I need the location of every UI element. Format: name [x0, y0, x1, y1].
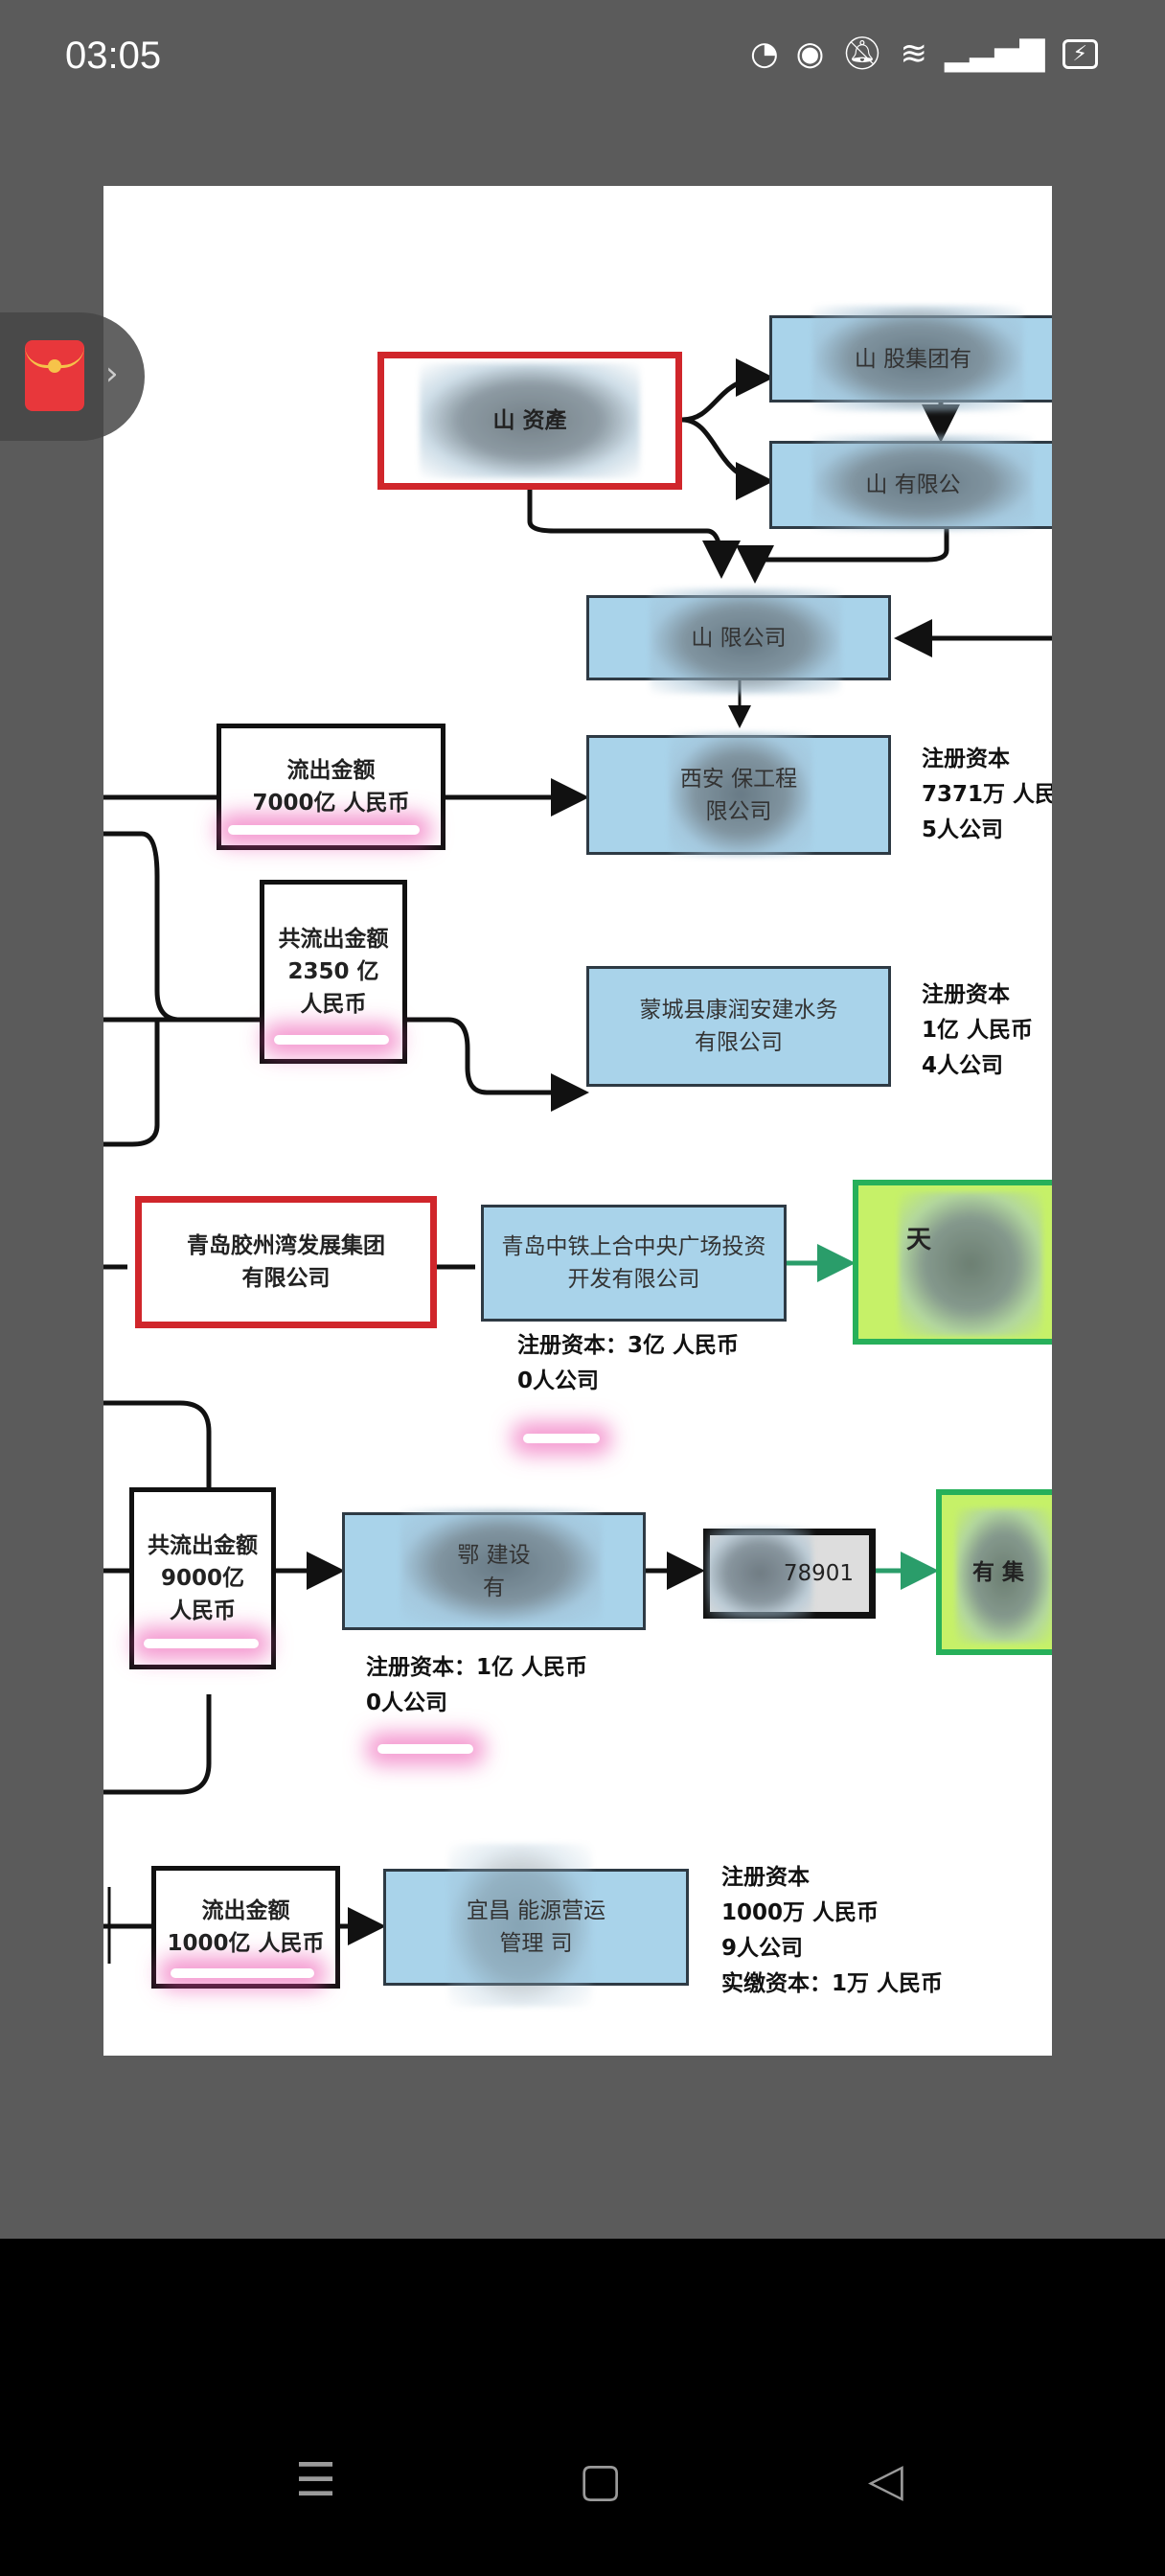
note-line: 注册资本：3亿 人民币 [517, 1333, 740, 1358]
highlight-mark [274, 1035, 389, 1045]
note-line: 9人公司 [721, 1936, 804, 1961]
outflow-title: 共流出金额 [148, 1533, 258, 1558]
wifi-icon: ≋ [900, 34, 927, 73]
note-line: 注册资本 [922, 982, 1010, 1007]
outflow-amount: 9000亿 [160, 1566, 244, 1591]
company-name: 山 有限公 [865, 472, 961, 497]
company-name: 78901 [783, 1561, 854, 1586]
redaction-smudge [448, 1844, 592, 2007]
note-line: 0人公司 [366, 1690, 448, 1715]
company-name: 限公司 [705, 798, 772, 824]
highlight-mark [144, 1639, 259, 1648]
speed-icon: ◔ [749, 34, 779, 73]
highlight-mark [171, 1968, 314, 1978]
outflow-box-2350: 共流出金额 2350 亿人民币 [260, 880, 407, 1064]
note-line: 注册资本：1亿 人民币 [366, 1655, 588, 1680]
highlight-mark [228, 825, 420, 835]
signal-icon: ▂▃▅▇ [944, 34, 1045, 73]
company-name: 山 限公司 [691, 625, 787, 651]
redaction-smudge [650, 588, 841, 694]
chevron-right-icon[interactable]: › [105, 355, 119, 393]
status-icons: ◔ ◉ 🔕︎ ≋ ▂▃▅▇ ⚡ [750, 34, 1098, 73]
highlight-mark [377, 1744, 473, 1754]
company-name: 有 集 [971, 1559, 1024, 1585]
redaction-smudge [812, 435, 1033, 531]
company-name: 西安 保工程 [679, 766, 798, 792]
note-line: 实缴资本：1万 人民币 [721, 1971, 944, 1996]
outflow-title: 流出金额 [286, 758, 376, 783]
note-line: 7371万 人民 [922, 782, 1052, 807]
redaction-smudge [420, 363, 640, 478]
note-line: 注册资本 [922, 747, 1010, 771]
note-line: 1亿 人民币 [922, 1018, 1034, 1043]
redaction-smudge [707, 1528, 812, 1619]
company-name: 天 [906, 1226, 932, 1254]
company-name: 有 [483, 1575, 505, 1600]
note-line: 5人公司 [922, 817, 1004, 842]
outflow-title: 流出金额 [201, 1898, 290, 1923]
redaction-smudge [956, 1508, 1052, 1643]
outflow-title: 共流出金额 [278, 927, 389, 952]
yichang-note: 注册资本 1000万 人民币 9人公司实缴资本：1万 人民币 [721, 1860, 943, 2002]
mute-bell-icon: 🔕︎ [841, 34, 883, 73]
outflow-amount: 2350 亿 [287, 959, 379, 984]
diagram-image: 山 资產 山 股集团有 山 有限公 山 限公司 流出金额 7000亿 人民币 西安… [103, 186, 1052, 2056]
company-name: 山 资產 [492, 408, 567, 433]
e-note: 注册资本：1亿 人民币 0人公司 [366, 1650, 587, 1721]
company-name: 蒙城县康润安建水务 [639, 998, 838, 1023]
qingdao-blue-box: 青岛中铁上合中央广场投资开发有限公司 [481, 1205, 787, 1322]
redaction-smudge [812, 306, 1023, 411]
note-line: 0人公司 [517, 1368, 600, 1393]
back-icon[interactable]: ◁ [868, 2453, 903, 2507]
mengcheng-note: 注册资本 1亿 人民币 4人公司 [922, 978, 1033, 1084]
status-time: 03:05 [65, 34, 162, 77]
menu-icon[interactable]: ☰ [295, 2453, 337, 2507]
company-name: 鄂 建设 [457, 1542, 531, 1568]
highlight-mark [523, 1434, 600, 1443]
company-name: 开发有限公司 [567, 1267, 700, 1292]
note-line: 4人公司 [922, 1053, 1004, 1078]
redaction-smudge [400, 1508, 602, 1623]
company-name: 有限公司 [695, 1030, 783, 1055]
home-icon[interactable]: ▢ [579, 2453, 623, 2507]
company-name: 宜昌 能源营运 [466, 1898, 606, 1923]
mengcheng-company-box: 蒙城县康润安建水务有限公司 [586, 966, 891, 1087]
outflow-amount: 7000亿 人民币 [252, 791, 410, 816]
xian-note: 注册资本 7371万 人民 5人公司 [922, 742, 1052, 848]
company-name: 山 股集团有 [854, 346, 972, 372]
company-name: 青岛中铁上合中央广场投资 [501, 1234, 766, 1259]
qingdao-red-box: 青岛胶州湾发展集团有限公司 [135, 1196, 437, 1328]
outflow-unit: 人民币 [300, 992, 367, 1017]
red-packet-icon[interactable] [25, 340, 84, 411]
note-line: 注册资本 [721, 1865, 810, 1890]
company-name: 青岛胶州湾发展集团 [187, 1233, 385, 1258]
redaction-smudge [899, 1192, 1042, 1336]
eye-icon: ◉ [795, 34, 825, 73]
company-name: 有限公司 [241, 1266, 331, 1291]
outflow-unit: 人民币 [170, 1598, 236, 1623]
company-name: 管理 司 [499, 1931, 573, 1956]
outflow-box-1000: 流出金额 1000亿 人民币 [151, 1866, 340, 1989]
yichang-company-box: 宜昌 能源营运管理 司 [383, 1869, 689, 1986]
redaction-smudge [669, 732, 812, 857]
navigation-bar [0, 2239, 1165, 2576]
qingdao-note: 注册资本：3亿 人民币 0人公司 [517, 1328, 739, 1399]
battery-charging-icon: ⚡ [1062, 38, 1098, 69]
note-line: 1000万 人民币 [721, 1900, 879, 1925]
outflow-amount: 1000亿 人民币 [167, 1931, 325, 1956]
